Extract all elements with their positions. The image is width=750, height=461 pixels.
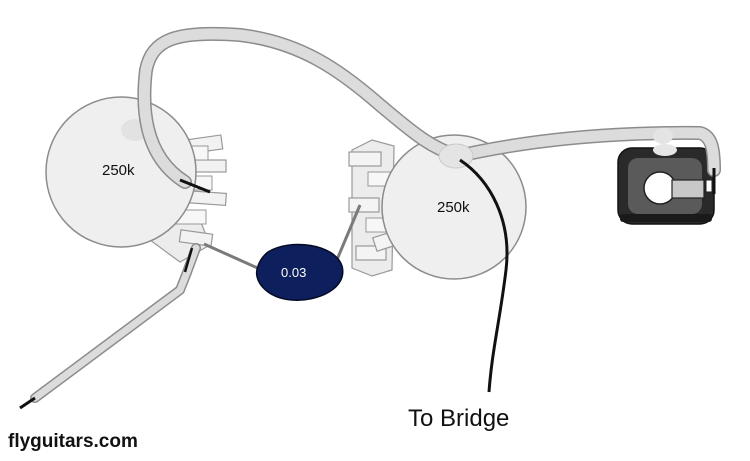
output-jack (617, 144, 715, 225)
to-bridge-label: To Bridge (408, 405, 509, 432)
pot-left-label: 250k (102, 162, 135, 179)
pot-right-lugs (348, 139, 413, 277)
wire-left-conductor (179, 178, 211, 194)
pot-left: 250k (45, 96, 228, 263)
wire-input-conductor (19, 396, 36, 410)
capacitor-lead-left (203, 242, 263, 272)
capacitor: 0.03 (255, 243, 344, 301)
capacitor-lead-right (334, 204, 362, 263)
jack-socket (643, 171, 677, 205)
capacitor-label: 0.03 (281, 265, 306, 280)
jack-tip-contact (671, 179, 705, 199)
pot-right: 250k (348, 134, 527, 280)
capacitor-body (255, 243, 344, 301)
site-watermark: flyguitars.com (8, 431, 138, 452)
pot-right-label: 250k (437, 199, 470, 216)
wire-main (138, 28, 720, 188)
pot-left-body (45, 96, 197, 248)
pot-right-body (381, 134, 527, 280)
wire-input (31, 244, 200, 402)
wire-to-bridge (459, 158, 509, 393)
wire-input-outline (30, 243, 201, 403)
